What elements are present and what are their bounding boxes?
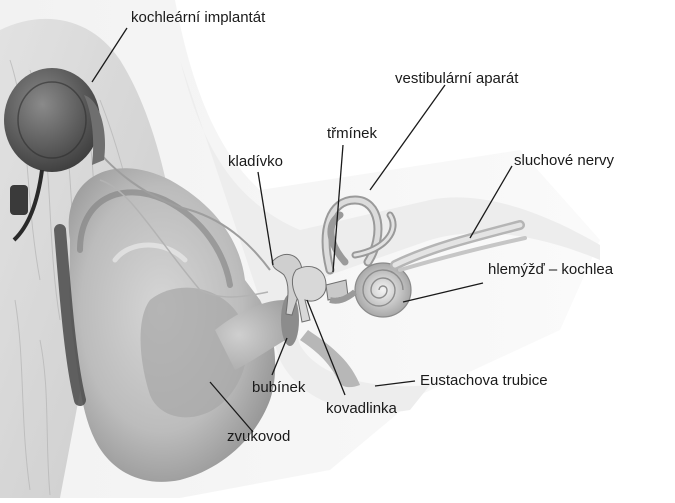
label-canal: zvukovod: [227, 428, 290, 446]
label-implant: kochleární implantát: [131, 9, 265, 27]
label-stapes: třmínek: [327, 125, 377, 143]
label-eardrum: bubínek: [252, 379, 305, 397]
label-vestibular: vestibulární aparát: [395, 70, 518, 88]
label-incus: kovadlinka: [326, 400, 397, 418]
label-nerves: sluchové nervy: [514, 152, 614, 170]
label-malleus: kladívko: [228, 153, 283, 171]
label-eustachian: Eustachova trubice: [420, 372, 548, 390]
label-cochlea: hlemýžď – kochlea: [488, 261, 613, 279]
